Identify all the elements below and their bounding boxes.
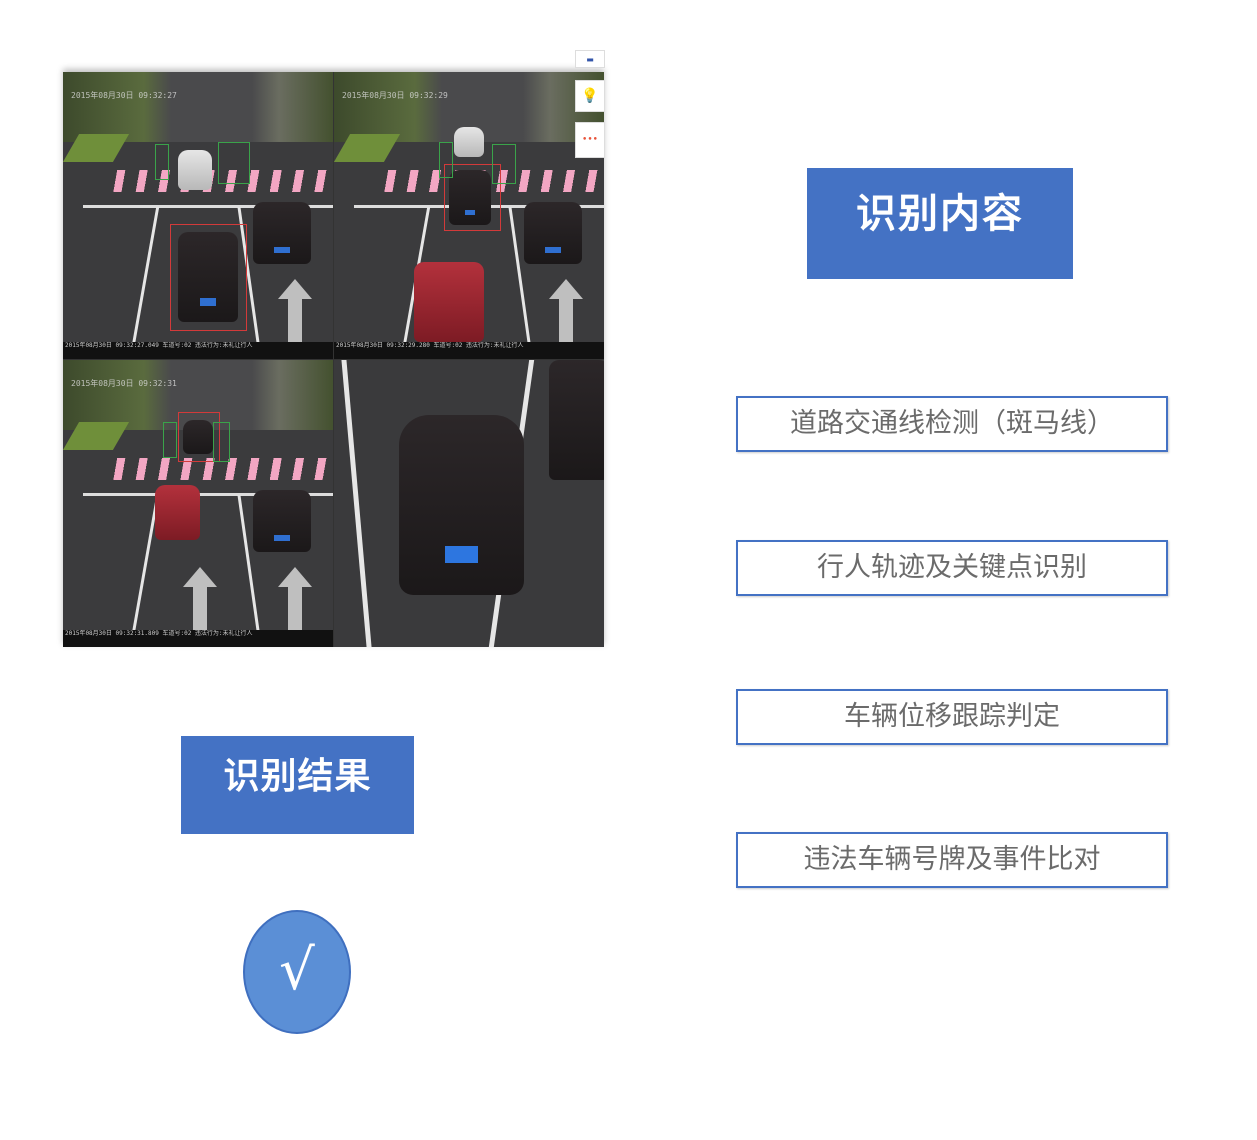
car bbox=[449, 170, 491, 225]
car bbox=[414, 262, 484, 342]
lane-line bbox=[129, 207, 160, 357]
content-item-vehicle-tracking: 车辆位移跟踪判定 bbox=[736, 689, 1168, 745]
frame-timestamp: 2015年08月30日 09:32:27 bbox=[71, 91, 177, 100]
frame-timestamp: 2015年08月30日 09:32:29 bbox=[342, 91, 448, 100]
recognition-result-title: 识别结果 bbox=[181, 736, 414, 834]
camera-closeup-plate bbox=[334, 360, 604, 647]
tree-line bbox=[63, 360, 333, 430]
license-plate bbox=[464, 210, 476, 216]
car bbox=[524, 202, 582, 264]
license-plate bbox=[545, 247, 561, 253]
format-button[interactable]: ▬ bbox=[575, 50, 605, 68]
pedestrian-box bbox=[213, 422, 230, 462]
license-plate bbox=[445, 546, 478, 563]
frame-caption: 2015年08月30日 09:32:27.049 车道号:02 违法行为:未礼让… bbox=[63, 342, 333, 359]
car bbox=[178, 232, 238, 322]
content-item-plate-matching: 违法车辆号牌及事件比对 bbox=[736, 832, 1168, 888]
tree-line bbox=[63, 72, 333, 142]
traffic-camera-composite-image: 2015年08月30日 09:32:27 2015年08月30日 09:32:2… bbox=[63, 50, 605, 647]
car bbox=[549, 360, 604, 480]
license-plate bbox=[200, 297, 216, 306]
road-arrow bbox=[549, 279, 583, 347]
content-item-pedestrian-tracking: 行人轨迹及关键点识别 bbox=[736, 540, 1168, 596]
car bbox=[253, 202, 311, 264]
camera-frame-3: 2015年08月30日 09:32:31 2015年08月30日 09:32:3… bbox=[63, 360, 333, 647]
frame-caption: 2015年08月30日 09:32:29.280 车道号:02 违法行为:未礼让… bbox=[334, 342, 604, 359]
zebra-crossing bbox=[103, 458, 333, 480]
car bbox=[155, 485, 200, 540]
violation-vehicle-box bbox=[178, 412, 220, 462]
pedestrian-box bbox=[218, 142, 250, 184]
pedestrian-box bbox=[439, 142, 453, 178]
pedestrian-box bbox=[155, 144, 169, 180]
violation-car-closeup bbox=[399, 415, 524, 595]
license-plate bbox=[274, 535, 290, 541]
car bbox=[253, 490, 311, 552]
violation-vehicle-box bbox=[170, 224, 247, 331]
license-plate bbox=[274, 247, 290, 253]
car bbox=[178, 150, 212, 190]
car bbox=[183, 420, 213, 454]
frame-caption: 2015年08月30日 09:32:31.809 车道号:02 违法行为:未礼让… bbox=[63, 630, 333, 647]
camera-frame-1: 2015年08月30日 09:32:27 2015年08月30日 09:32:2… bbox=[63, 72, 333, 359]
more-options-button[interactable]: ••• bbox=[575, 122, 605, 158]
road-arrow bbox=[278, 567, 312, 635]
pedestrian-box bbox=[163, 422, 177, 458]
content-item-zebra-detection: 道路交通线检测（斑马线） bbox=[736, 396, 1168, 452]
stop-line bbox=[83, 205, 333, 208]
road-arrow bbox=[278, 279, 312, 347]
lane-line bbox=[341, 360, 372, 647]
car bbox=[454, 127, 484, 157]
road-arrow bbox=[183, 567, 217, 635]
recognition-content-title: 识别内容 bbox=[807, 168, 1073, 279]
camera-frame-2: 2015年08月30日 09:32:29 2015年08月30日 09:32:2… bbox=[334, 72, 604, 359]
stop-line bbox=[83, 493, 333, 496]
violation-vehicle-box bbox=[444, 164, 501, 231]
lightbulb-icon[interactable]: 💡 bbox=[575, 80, 605, 112]
checkmark-icon: √ bbox=[243, 910, 351, 1034]
frame-timestamp: 2015年08月30日 09:32:31 bbox=[71, 379, 177, 388]
pedestrian-box bbox=[492, 144, 516, 184]
